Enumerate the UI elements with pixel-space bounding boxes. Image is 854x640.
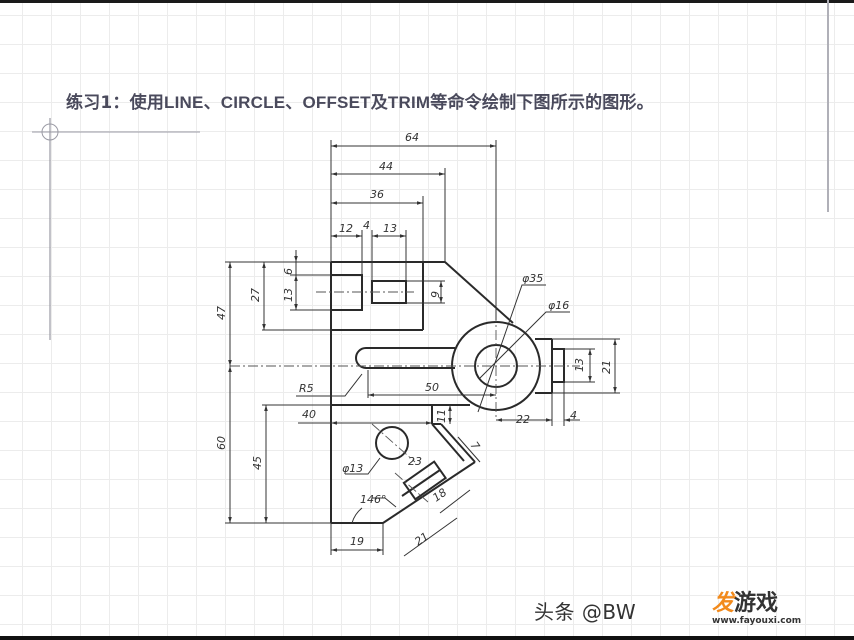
- dim-40: 40: [302, 408, 316, 421]
- logo-accent: 发: [712, 591, 735, 616]
- title-prefix: 练习1：使用: [66, 93, 165, 113]
- dim-phi35: φ35: [522, 272, 543, 285]
- centerlines: [230, 291, 580, 503]
- page-guides: [32, 0, 829, 340]
- dimension-labels: 64 44 36 12 4 13 6 13 27 9 47 60 45 40 5…: [215, 131, 613, 548]
- dim-12: 12: [339, 222, 353, 235]
- logo-text: 发游戏: [712, 592, 812, 616]
- dimension-lines: [225, 140, 620, 557]
- title-and: 及: [370, 93, 388, 113]
- dim-21-bottom: 21: [412, 530, 431, 549]
- dim-23: 23: [408, 455, 422, 468]
- dim-9: 9: [429, 291, 442, 298]
- dim-64: 64: [405, 131, 419, 144]
- title-cmd-trim: TRIM: [387, 93, 431, 112]
- dim-21-right: 21: [600, 360, 613, 374]
- dim-6: 6: [282, 268, 295, 275]
- grid-background: [0, 3, 854, 636]
- dim-4-top: 4: [363, 219, 370, 232]
- logo-url: www.fayouxi.com: [712, 616, 802, 626]
- title-cmd-offset: OFFSET: [302, 93, 371, 112]
- dim-phi13: φ13: [342, 462, 363, 475]
- title-cmd-circle: CIRCLE: [220, 93, 286, 112]
- dim-13-right: 13: [573, 358, 586, 372]
- title-suffix: 等命令绘制下图所示的图形。: [430, 93, 654, 113]
- dim-60: 60: [215, 436, 228, 450]
- dim-13-left: 13: [282, 288, 295, 302]
- bottom-border: [0, 636, 854, 640]
- dim-phi16: φ16: [548, 299, 569, 312]
- dim-19: 19: [350, 535, 364, 548]
- dim-44: 44: [379, 160, 393, 173]
- title-cmd-line: LINE: [164, 93, 204, 112]
- dim-r5: R5: [299, 382, 314, 395]
- dim-13-top: 13: [383, 222, 397, 235]
- title-sep: 、: [285, 93, 303, 113]
- dim-36: 36: [370, 188, 384, 201]
- top-border: [0, 0, 854, 3]
- dim-11: 11: [435, 409, 448, 423]
- title-sep: 、: [203, 93, 221, 113]
- dim-50: 50: [425, 381, 439, 394]
- part-outline: [330, 261, 565, 524]
- dim-47: 47: [215, 306, 228, 320]
- watermark-author: 头条 @BW: [534, 600, 637, 624]
- dim-4-right: 4: [570, 409, 577, 422]
- exercise-title: 练习1：使用LINE、CIRCLE、OFFSET及TRIM等命令绘制下图所示的图…: [66, 88, 654, 113]
- dim-angle-146: 146°: [360, 493, 387, 506]
- dim-45: 45: [251, 456, 264, 470]
- dim-22: 22: [516, 413, 530, 426]
- logo-rest: 游戏: [734, 591, 779, 616]
- dim-27: 27: [249, 288, 262, 302]
- site-logo: 发游戏 www.fayouxi.com: [712, 592, 812, 632]
